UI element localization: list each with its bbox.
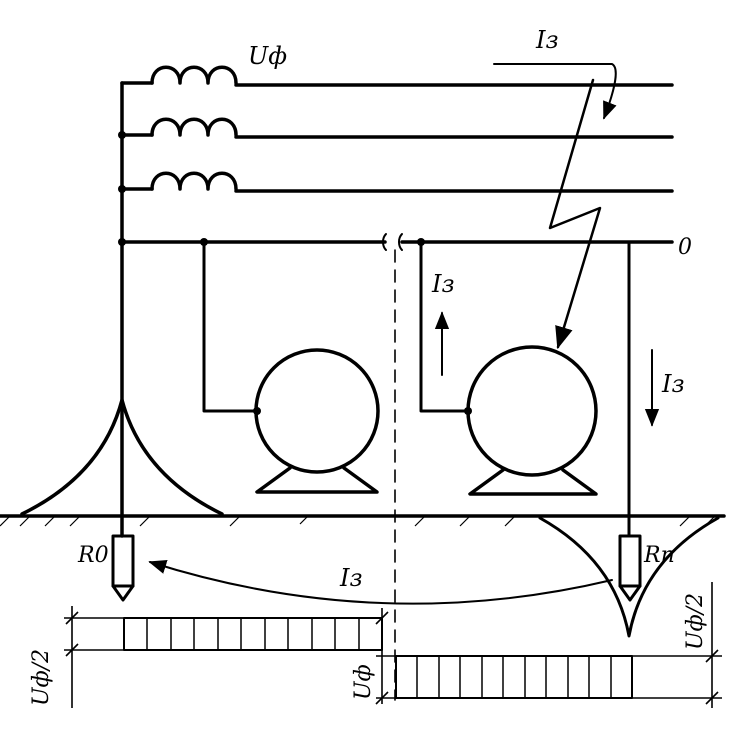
dimension-left [64,606,124,708]
fault-path [548,78,602,350]
label-fault-current-right: Iз [661,370,685,398]
motor-1 [202,240,380,494]
ground-electrode-r0 [111,534,135,602]
ground-electrode-rn [618,534,642,602]
label-phase-voltage: Uф [248,42,287,70]
label-rn: Rn [643,543,675,568]
fault-current-arrow-top [493,63,617,120]
phase-winding-b [120,117,238,137]
label-fault-current-top: Iз [535,26,559,54]
phase-winding-c [120,171,238,191]
label-voltage-middle: Uф [351,664,376,700]
phase-winding-a [120,65,238,85]
source-neutral-bus [118,81,126,538]
dimension-right [632,582,722,708]
label-neutral: 0 [678,235,692,260]
potential-curve-rn [538,516,720,638]
label-fault-current-ground: Iз [339,564,363,592]
ground-surface [0,514,726,527]
label-half-voltage-left: Uф/2 [29,649,54,706]
potential-curve-r0 [20,398,224,516]
motor-2 [419,240,598,496]
ground-current-arc [148,560,613,605]
dimension-middle [375,608,396,705]
neutral-line [120,233,674,251]
potential-bar-lower [395,655,633,699]
label-r0: R0 [77,543,109,568]
label-fault-current-motor: Iз [431,270,455,298]
potential-bar-upper [123,617,383,651]
label-half-voltage-right: Uф/2 [683,593,708,650]
